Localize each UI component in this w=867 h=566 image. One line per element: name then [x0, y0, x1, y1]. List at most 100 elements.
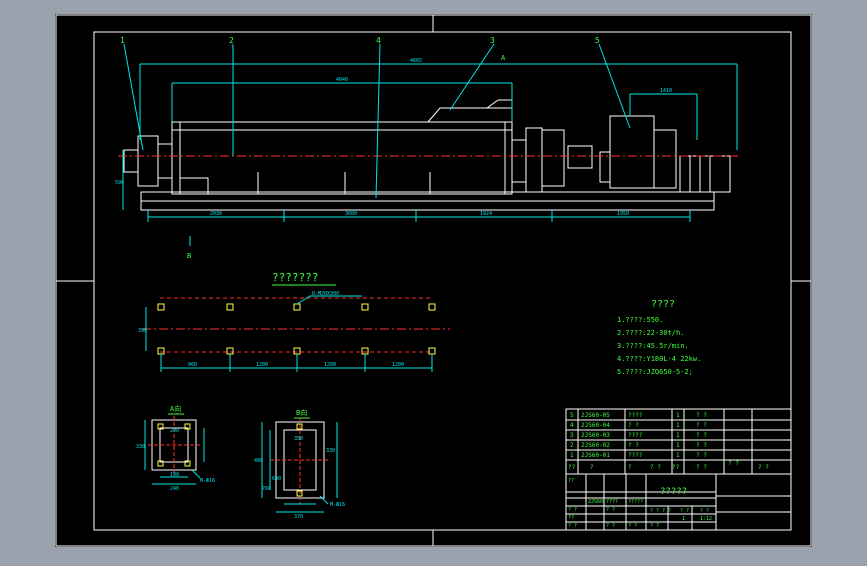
dim-left: 590	[115, 180, 124, 186]
main-assembly-view	[118, 99, 738, 211]
bom-header-1: ??	[568, 464, 576, 471]
section-b-dim-4: 330	[326, 448, 335, 454]
foundation-dim-1: 960	[188, 362, 197, 368]
leader-4: 4	[376, 36, 381, 45]
tb-cell-10: ? ?	[628, 523, 637, 529]
bom-row-2-name: ? ?	[628, 442, 639, 449]
dim-bottom-1: 2030	[210, 211, 222, 217]
top-dimensions: 4665 4040 1410	[139, 58, 738, 150]
section-a-dim-3: M-Ф16	[200, 478, 215, 484]
section-b-dim-1: 350	[294, 436, 303, 442]
bom-table	[565, 408, 792, 531]
section-b-dim-3: 760	[262, 486, 271, 492]
bom-row-3-name: ????	[628, 432, 643, 439]
section-b-label: B向	[296, 408, 307, 417]
tech-req-line-4: 4.????:Y180L-4 22kw.	[617, 355, 701, 363]
tech-req-line-1: 1.????:550.	[617, 316, 663, 324]
foundation-title: ???????	[272, 271, 318, 284]
left-dimension: 590	[115, 150, 124, 210]
bom-row-2-code: 2JS60-02	[581, 442, 610, 449]
tech-req-line-5: 5.????:JZQ650-5-2;	[617, 368, 693, 376]
section-b-dim-7: 370	[294, 514, 303, 520]
tb-cell-9: ? ?	[606, 523, 615, 529]
bom-row-4-qty: 1	[676, 422, 680, 429]
tech-req-title: ????	[651, 299, 675, 310]
bom-header-3: ?	[628, 464, 632, 471]
dim-bottom-3: 1924	[480, 211, 492, 217]
view-marker-b: B	[187, 252, 191, 260]
tb-cell-7: ??	[568, 515, 574, 521]
tb-cell-1: ??	[568, 478, 574, 484]
section-a-dim-5: 240	[170, 486, 179, 492]
dim-motor: 1410	[660, 88, 672, 94]
bom-row-5-code: 2JS60-05	[581, 412, 610, 419]
dim-overall: 4665	[410, 58, 422, 64]
bom-row-3-code: 2JS60-03	[581, 432, 610, 439]
tb-cell-4: ?????	[628, 499, 643, 505]
dim-middle: 4040	[336, 77, 348, 83]
bom-header-4: ? ?	[650, 464, 661, 471]
bom-row-1-name: ????	[628, 452, 643, 459]
leader-5: 5	[595, 36, 600, 45]
dim-bottom-4: 1950	[617, 211, 629, 217]
bom-header-7: ? ?	[728, 460, 739, 467]
title-block-name: ?????	[660, 487, 687, 497]
foundation-dim-4: 1200	[392, 362, 404, 368]
bom-row-4-no: 4	[570, 422, 574, 429]
bom-header-5: ??	[672, 464, 680, 471]
bom-row-2-qty: 1	[676, 442, 680, 449]
bom-row-5-no: 5	[570, 412, 574, 419]
section-a-view: A向 200 330 M-Ф16 190 240	[136, 404, 215, 492]
bom-text: 5 2JS60-05 ???? 1 ? ? 4 2JS60-04 ? ? 1 ?…	[568, 412, 769, 529]
leader-3: 3	[490, 36, 495, 45]
bom-row-5-name: ????	[628, 412, 643, 419]
foundation-dim-height: 390	[138, 328, 147, 334]
bottom-dimensions: 2030 3600 1924 1950	[147, 210, 691, 222]
tb-scale-3: ? ?	[700, 508, 709, 514]
bom-row-3-mat: ? ?	[696, 432, 707, 439]
bom-row-2-no: 2	[570, 442, 574, 449]
tb-scale-4: 1	[682, 516, 685, 522]
bom-header-2: ?	[590, 464, 594, 471]
bom-row-1-code: 2JS60-01	[581, 452, 610, 459]
tb-cell-5: ? ?	[568, 507, 577, 513]
bom-row-1-qty: 1	[676, 452, 680, 459]
coupling	[541, 129, 565, 187]
section-a-dim-4: 190	[170, 472, 179, 478]
tb-cell-11: ? ?	[650, 523, 659, 529]
section-b-dim-2: 480	[254, 458, 263, 464]
bom-row-1-no: 1	[570, 452, 574, 459]
foundation-dim-3: 1200	[324, 362, 336, 368]
tb-scale-2: ? ?	[680, 508, 689, 514]
tb-scale-1: ? ? ? ?	[650, 508, 671, 514]
bom-row-4-name: ? ?	[628, 422, 639, 429]
part-leaders: 1 2 4 3 5 A B	[120, 36, 631, 260]
tech-req-line-2: 2.????:22-30t/h.	[617, 329, 684, 337]
section-a-dim-1: 200	[170, 428, 179, 434]
leader-2: 2	[229, 36, 234, 45]
bom-row-2-mat: ? ?	[696, 442, 707, 449]
bom-row-1-mat: ? ?	[696, 452, 707, 459]
section-b-dim-6: M-Ф16	[330, 502, 345, 508]
section-b-dim-5: 640	[272, 476, 281, 482]
tech-req-line-3: 3.????:45.5r/min.	[617, 342, 689, 350]
tb-cell-6: ? ?	[606, 507, 615, 513]
drawing-sheet	[55, 14, 812, 547]
bom-row-5-mat: ? ?	[696, 412, 707, 419]
section-b-view: B向 350 480 760 330 640 M-Ф16 370	[254, 408, 345, 520]
technical-requirements: ???? 1.????:550. 2.????:22-30t/h. 3.????…	[617, 299, 701, 376]
dim-bottom-2: 3600	[345, 211, 357, 217]
leader-1: 1	[120, 36, 125, 45]
bolt-note: 8-M20X300	[312, 291, 339, 297]
bom-header-6: ? ?	[696, 464, 707, 471]
foundation-dim-2: 1200	[256, 362, 268, 368]
section-a-dim-2: 330	[136, 444, 145, 450]
tb-cell-3: ????	[606, 499, 618, 505]
tb-scale-5: 1:12	[700, 516, 712, 522]
bom-row-3-no: 3	[570, 432, 574, 439]
tb-cell-2: 2JS60	[588, 499, 603, 505]
bom-row-3-qty: 1	[676, 432, 680, 439]
view-marker-a: A	[501, 54, 506, 62]
